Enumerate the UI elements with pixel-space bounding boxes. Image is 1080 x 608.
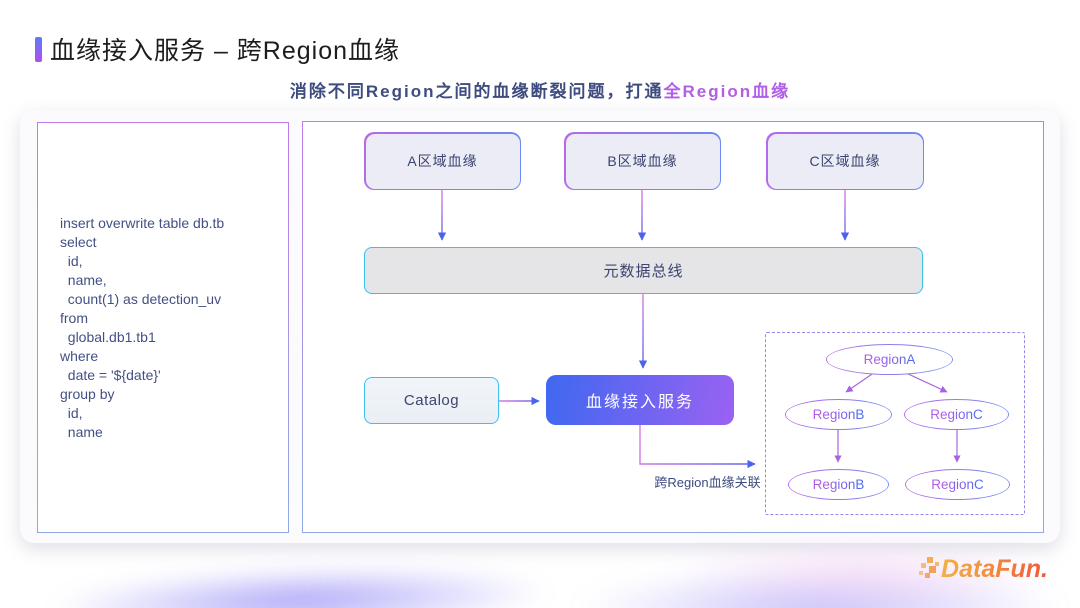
region-node-c-mid-label: RegionC	[930, 407, 983, 422]
datafun-logo: DataFun.	[917, 555, 1048, 584]
cross-region-flow-label: 跨Region血缘关联	[654, 475, 761, 490]
arrow-service-to-dashed-box	[639, 425, 756, 469]
region-node-c-bottom: RegionC	[905, 469, 1010, 500]
cross-region-lineage-group	[765, 332, 1025, 515]
architecture-diagram-panel: A区域血缘 B区域血缘 C区域血缘 元数据总线 Catalog 血缘接入服务 跨…	[302, 121, 1044, 533]
region-node-a-label: RegionA	[863, 352, 916, 367]
datafun-logo-mark-icon	[919, 557, 940, 578]
sql-code-panel: insert overwrite table db.tb select id, …	[37, 122, 289, 533]
region-node-c-bottom-label: RegionC	[931, 477, 984, 492]
source-box-region-b: B区域血缘	[564, 132, 721, 190]
region-node-b-bottom-label: RegionB	[812, 477, 865, 492]
title-accent-bar	[35, 37, 42, 62]
metadata-bus-box: 元数据总线	[364, 247, 923, 294]
subtitle-main: 消除不同Region之间的血缘断裂问题，打通	[289, 82, 664, 101]
source-box-region-c-label: C区域血缘	[767, 133, 923, 189]
source-box-region-b-label: B区域血缘	[565, 133, 720, 189]
datafun-logo-text: DataFun.	[941, 555, 1048, 583]
region-node-b-mid: RegionB	[785, 399, 892, 430]
region-node-c-mid: RegionC	[904, 399, 1009, 430]
region-node-b-bottom: RegionB	[788, 469, 889, 500]
wave-purple-left	[0, 540, 662, 608]
source-box-region-c: C区域血缘	[766, 132, 924, 190]
subtitle: 消除不同Region之间的血缘断裂问题，打通全Region血缘	[0, 77, 1080, 102]
lineage-service-box: 血缘接入服务	[546, 375, 734, 425]
source-box-region-a-label: A区域血缘	[365, 133, 520, 189]
content-card: insert overwrite table db.tb select id, …	[20, 110, 1060, 543]
source-box-region-a: A区域血缘	[364, 132, 521, 190]
subtitle-highlight: 全Region血缘	[663, 82, 791, 101]
region-node-b-mid-label: RegionB	[812, 407, 865, 422]
catalog-box: Catalog	[364, 377, 499, 424]
sql-code: insert overwrite table db.tb select id, …	[60, 214, 225, 440]
page-title: 血缘接入服务 – 跨Region血缘	[50, 37, 401, 65]
region-node-a: RegionA	[826, 344, 953, 375]
